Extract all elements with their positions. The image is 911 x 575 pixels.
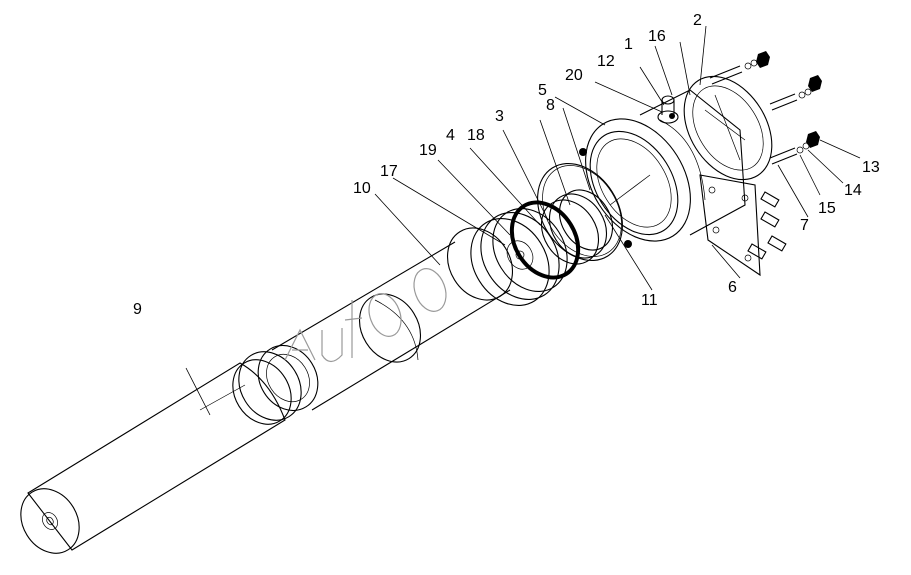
- o-ring-part: [509, 200, 581, 280]
- callout-14: 14: [844, 182, 862, 199]
- callout-12: 12: [597, 53, 615, 70]
- callout-13: 13: [862, 159, 880, 176]
- main-housing-part: [639, 75, 773, 236]
- front-flange-part: [579, 113, 691, 248]
- callout-3: 3: [495, 108, 504, 125]
- callout-17: 17: [380, 163, 398, 180]
- callout-20: 20: [565, 67, 583, 84]
- callout-18: 18: [467, 127, 485, 144]
- callout-16: 16: [648, 28, 666, 45]
- callout-11: 11: [641, 292, 658, 309]
- mounting-plate-part: [699, 174, 787, 277]
- filter-element-part: [20, 345, 319, 554]
- callout-4: 4: [446, 127, 455, 144]
- watermark: [284, 268, 447, 363]
- callout-7: 7: [800, 217, 809, 234]
- gasket-spring-part: [537, 162, 623, 265]
- callout-19: 19: [419, 142, 437, 159]
- callout-10: 10: [353, 180, 371, 197]
- callout-6: 6: [728, 279, 737, 296]
- callout-5: 5: [538, 82, 547, 99]
- callout-15: 15: [818, 200, 836, 217]
- callout-1: 1: [624, 36, 633, 53]
- callout-9: 9: [133, 301, 142, 318]
- housing-tube-part: [271, 227, 513, 411]
- callout-2: 2: [693, 12, 702, 29]
- leader-lines: [185, 25, 861, 416]
- callout-labels: 2 16 1 12 20 5 8 3 18 4 19 17 10 9 13 14…: [133, 12, 880, 318]
- callout-8: 8: [546, 97, 555, 114]
- stud-bolts-part: [709, 51, 822, 165]
